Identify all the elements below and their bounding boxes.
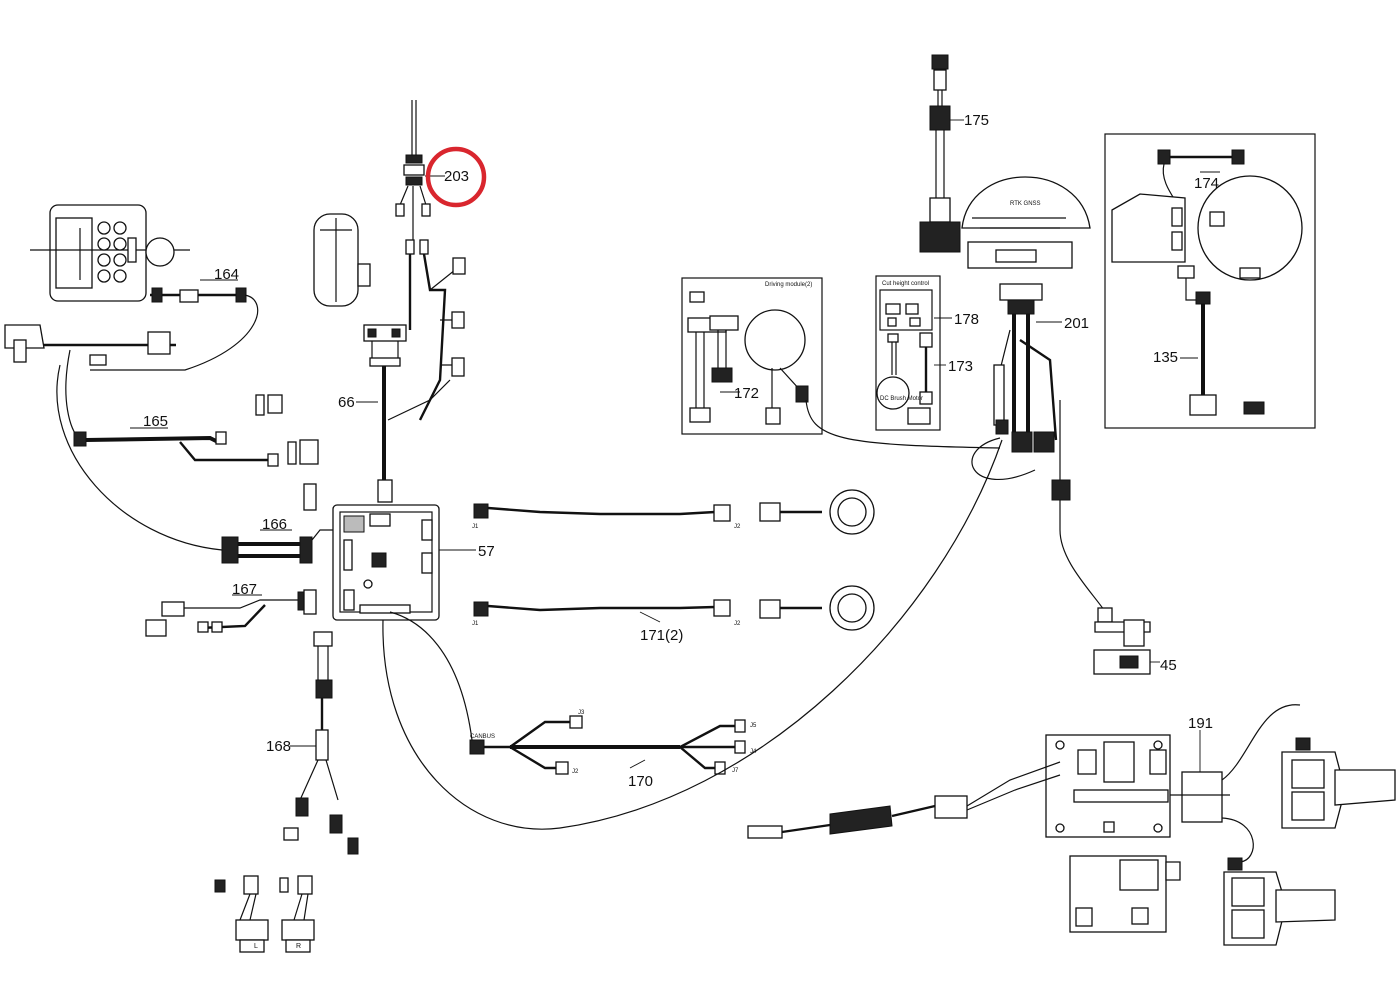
part-57-main-board[interactable] [332,504,440,621]
callout-164: 164 [214,266,239,283]
callout-135: 135 [1153,349,1178,366]
part-66-harness[interactable] [363,239,466,503]
part-167-harness[interactable] [145,589,317,637]
part-171-harness-top[interactable] [473,489,875,535]
j5-label: J5 [750,723,757,729]
rtk-gnss-label: RTK GNSS [1010,201,1041,207]
canbus-label: CANBUS [470,734,495,740]
callout-174: 174 [1194,175,1219,192]
driving-module-label: Driving module(2) [765,282,812,288]
inset-172-driving-module[interactable] [681,277,823,435]
loop-wire [382,439,1003,830]
callout-167: 167 [232,581,257,598]
blade-motor-assembly [1170,704,1396,946]
callout-165: 165 [143,413,168,430]
callout-171: 171(2) [640,627,683,644]
part-166-harness[interactable] [221,483,334,564]
battery-pack [313,213,371,307]
switch-bracket [4,324,176,441]
callout-166: 166 [262,516,287,533]
callout-191: 191 [1188,715,1213,732]
j2-bottom-label: J2 [734,621,741,627]
callout-170: 170 [628,773,653,790]
callout-178: 178 [954,311,979,328]
inset-178-cut-height[interactable] [875,275,941,431]
part-175-cable[interactable] [919,54,961,253]
cut-height-label: Cut height control [882,281,929,287]
part-171-harness-bottom[interactable] [473,585,875,631]
callout-175: 175 [964,112,989,129]
j7-label: J7 [732,768,739,774]
j2-top-label: J2 [734,524,741,530]
dc-motor-label: DC Brush Motor [880,396,923,402]
callout-172: 172 [734,385,759,402]
callout-201: 201 [1064,315,1089,332]
callout-66: 66 [338,394,355,411]
part-203-cable[interactable] [395,100,431,240]
callout-45: 45 [1160,657,1177,674]
rtk-gnss-dome[interactable] [961,176,1091,269]
probe-cable [747,761,1061,839]
part-168-harness[interactable] [283,631,359,855]
part-170-harness[interactable] [389,611,746,775]
right-plug-label: R [296,943,301,950]
part-45-sensor[interactable] [1059,500,1151,675]
part-201-harness[interactable] [971,283,1071,501]
highlight-circle [425,146,487,208]
inset-174-135[interactable] [1104,133,1316,429]
j1-top-label: J1 [472,524,479,530]
callout-173: 173 [948,358,973,375]
part-165-harness[interactable] [73,394,319,467]
callout-168: 168 [266,738,291,755]
left-plug-label: L [254,943,258,950]
j2-170-label: J2 [572,769,579,775]
j3-label: J3 [578,710,585,716]
part-191-boards[interactable] [1045,734,1181,933]
lr-plugs [214,875,315,953]
callout-57: 57 [478,543,495,560]
part-164-module[interactable] [30,204,259,371]
callout-203: 203 [444,168,469,185]
j1-bottom-label: J1 [472,621,479,627]
